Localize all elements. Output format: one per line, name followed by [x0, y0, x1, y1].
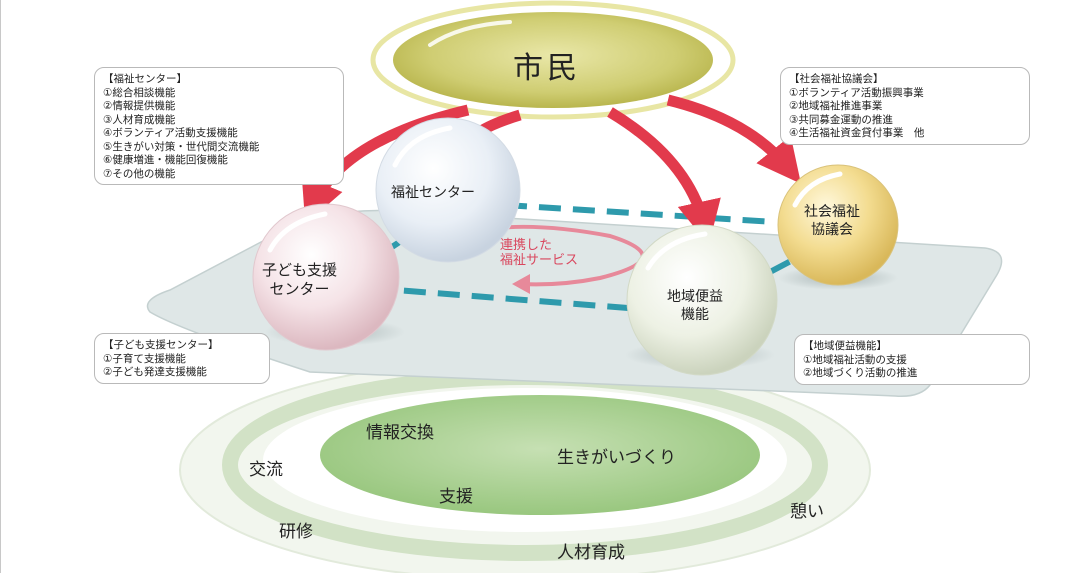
region-sphere [626, 224, 778, 376]
welfare-center-item: ⑤生きがい対策・世代間交流機能 [103, 140, 260, 153]
sphere-region [626, 224, 778, 376]
linked-service-line2: 福祉サービス [500, 253, 579, 268]
arrow-to-child [301, 104, 470, 225]
child-support-label-line1: 子ども支援 [262, 261, 338, 279]
ring-label-exchange: 交流 [249, 460, 283, 480]
ring-label-support: 支援 [439, 487, 473, 507]
social-welfare-item: ②地域福祉推進事業 [789, 100, 883, 112]
welfare-sphere [375, 117, 521, 263]
left-border-line [0, 0, 1, 573]
child-support-box: 【子ども支援センター】 ①子育て支援機能 ②子ども発達支援機能 [94, 333, 270, 384]
social-sphere [777, 164, 899, 286]
social-welfare-label: 社会福祉 協議会 [804, 203, 860, 239]
child-support-item: ②子ども発達支援機能 [103, 366, 207, 378]
ring-label-info-exchange: 情報交換 [366, 423, 434, 443]
sphere-welfare [375, 117, 521, 263]
welfare-center-item: ⑥健康増進・機能回復機能 [103, 154, 228, 166]
linked-service-label: 連携した 福祉サービス [500, 238, 578, 268]
regional-box: 【地域便益機能】 ①地域福祉活動の支援 ②地域づくり活動の推進 [794, 334, 1030, 385]
welfare-center-item: ②情報提供機能 [103, 100, 176, 112]
cycle-arrowhead [512, 274, 530, 294]
ring-label-purpose: 生きがいづくり [557, 448, 676, 468]
regional-box-title: 【地域便益機能】 [803, 340, 887, 352]
regional-item: ①地域福祉活動の支援 [803, 353, 907, 366]
child-highlight [267, 211, 328, 253]
welfare-center-box: 【福祉センター】 ①総合相談機能 ②情報提供機能 ③人材育成機能 ④ボランティア… [94, 67, 344, 185]
welfare-center-item: ③人材育成機能 [103, 113, 176, 126]
social-highlight [792, 171, 843, 208]
ring-label-training: 研修 [279, 522, 313, 542]
link-child-region [369, 285, 629, 311]
citizen-glow [370, 0, 736, 120]
regional-item: ②地域づくり活動の推進 [803, 367, 918, 379]
citizen-ellipse [393, 12, 713, 108]
ring-label-relax: 憩い [790, 502, 824, 522]
social-welfare-box-title: 【社会福祉協議会】 [789, 73, 884, 85]
social-welfare-item: ④生活福祉資金貸付事業 他 [789, 127, 925, 139]
regional-label: 地域便益 機能 [667, 288, 723, 324]
welfare-center-item: ①総合相談機能 [103, 86, 176, 99]
welfare-center-label: 福祉センター [391, 185, 475, 201]
social-welfare-item: ③共同募金運動の推進 [789, 113, 893, 126]
child-sphere [252, 203, 400, 351]
arrow-to-region [607, 107, 721, 246]
social-welfare-item: ①ボランティア活動振興事業 [789, 86, 924, 99]
ring-label-hr: 人材育成 [557, 543, 625, 563]
social-welfare-label-line2: 協議会 [811, 222, 853, 238]
arrow-to-social [666, 94, 802, 184]
welfare-center-item: ⑦その他の機能 [103, 167, 176, 180]
link-welfare-social [504, 202, 776, 225]
linked-service-line1: 連携した [500, 238, 553, 253]
social-welfare-label-line1: 社会福祉 [804, 204, 860, 220]
child-support-item: ①子育て支援機能 [103, 352, 186, 365]
citizen-node [370, 0, 736, 120]
child-support-label: 子ども支援 センター [262, 261, 337, 299]
inner-ring [320, 395, 760, 515]
region-highlight [645, 231, 708, 271]
welfare-center-item: ④ボランティア活動支援機能 [103, 127, 238, 139]
social-welfare-box: 【社会福祉協議会】 ①ボランティア活動振興事業 ②地域福祉推進事業 ③共同募金運… [780, 67, 1030, 145]
regional-label-line1: 地域便益 [667, 289, 723, 305]
citizen-highlight [428, 20, 512, 47]
regional-label-line2: 機能 [681, 307, 709, 323]
activity-rings [179, 359, 871, 573]
citizen-label: 市民 [513, 51, 581, 86]
sphere-social [777, 164, 899, 286]
welfare-highlight [392, 125, 453, 168]
child-support-box-title: 【子ども支援センター】 [103, 339, 219, 351]
sphere-child [252, 203, 400, 351]
welfare-center-box-title: 【福祉センター】 [103, 73, 187, 85]
child-support-label-line2: センター [269, 280, 330, 298]
